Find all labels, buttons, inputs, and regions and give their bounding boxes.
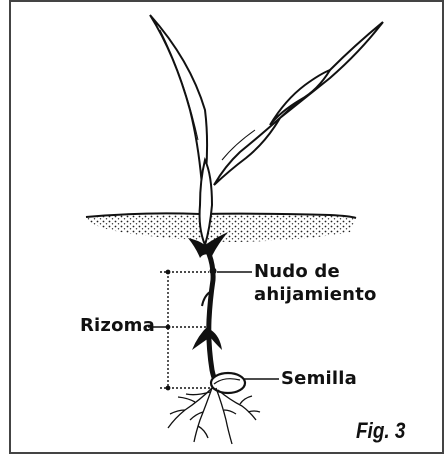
bracket-dot-bottom xyxy=(166,386,171,391)
leaves xyxy=(150,15,383,245)
roots xyxy=(168,388,260,444)
bracket-dot-top xyxy=(166,270,171,275)
label-ahijamiento: ahijamiento xyxy=(254,285,377,305)
label-semilla: Semilla xyxy=(281,369,357,389)
rhizome-stem xyxy=(188,232,228,386)
bracket-dot-mid xyxy=(166,325,171,330)
label-rizoma: Rizoma xyxy=(80,316,155,336)
figure-caption: Fig. 3 xyxy=(356,418,405,444)
label-nudo-de: Nudo de xyxy=(254,262,340,282)
crown-node-marker xyxy=(210,268,217,275)
